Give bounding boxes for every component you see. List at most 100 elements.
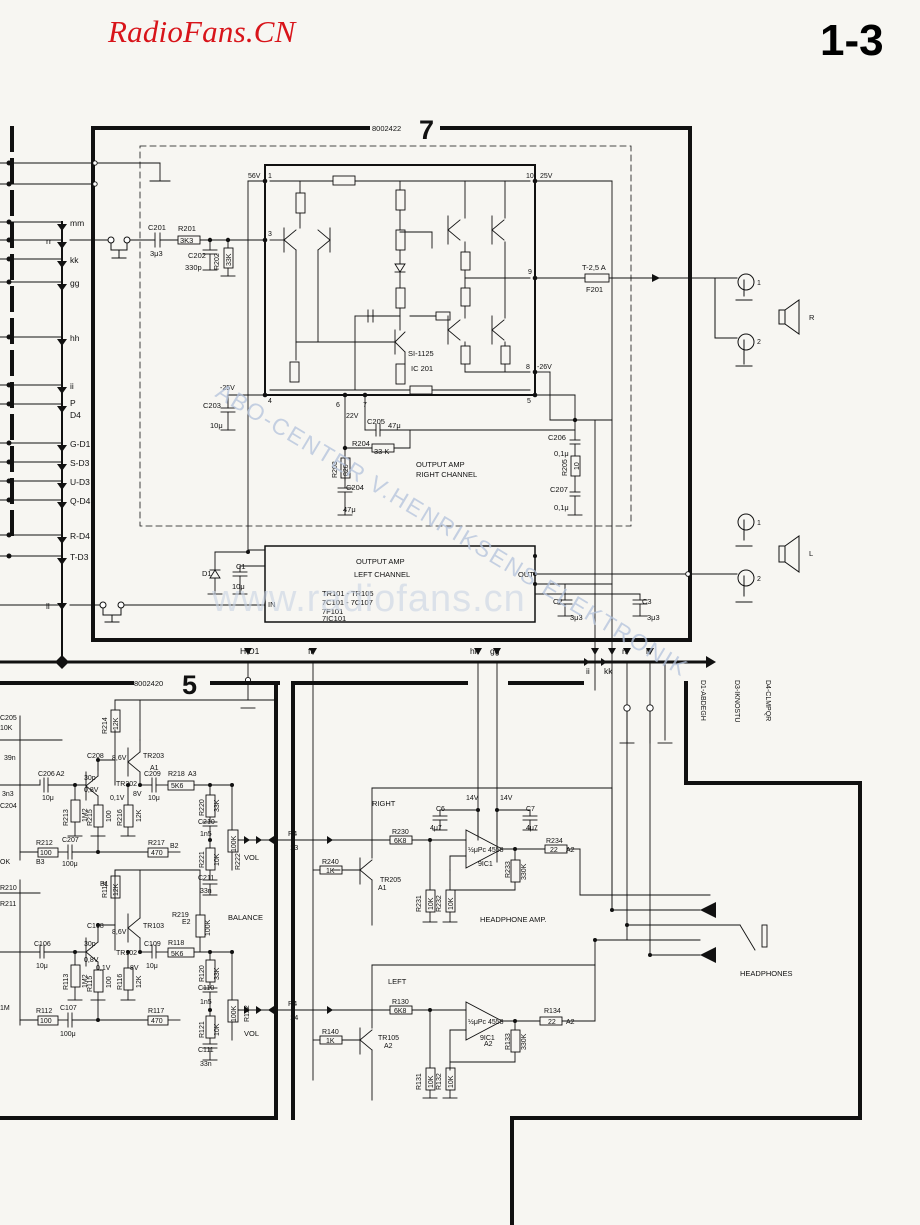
pin-4: 4 — [268, 398, 272, 405]
v14-a: 14V — [466, 795, 479, 802]
r203-value: 820 — [343, 464, 350, 476]
headphones-label: HEADPHONES — [740, 969, 793, 978]
legend-d1: D1-ABDEGH — [699, 680, 706, 721]
conn-hh: hh — [70, 333, 80, 343]
r202-label: R202 — [214, 253, 221, 270]
r140-value: 1K — [326, 1038, 335, 1045]
p4-pin-14: 14 — [290, 1013, 298, 1022]
tr203-label: TR203 — [143, 753, 164, 760]
r212-value: 100 — [40, 850, 52, 857]
c6-label: C6 — [436, 806, 445, 813]
r222-value: 100K — [231, 835, 238, 852]
c201-label: C201 — [148, 223, 166, 232]
r113-value: 1M2 — [82, 974, 89, 988]
r116-label: R116 — [117, 974, 124, 990]
c7-value: 4μ7 — [526, 825, 538, 832]
preamp-right — [0, 699, 277, 896]
ll-input-jack — [99, 601, 125, 623]
c208-value: 30p — [84, 775, 96, 782]
edge-r210: R210 — [0, 885, 17, 892]
c210-value: 1n5 — [200, 831, 212, 838]
pin-3: 3 — [268, 231, 272, 238]
bus-ll: ll — [646, 646, 650, 656]
pin-n26v: -26V — [537, 364, 552, 371]
conn-kk: kk — [70, 255, 79, 265]
v14-b: 14V — [500, 795, 513, 802]
v86-r: 8,6V — [112, 755, 127, 762]
left-channel-parts-1: TR101 - TR105 — [322, 589, 374, 598]
right-channel-title-2: RIGHT CHANNEL — [416, 470, 477, 479]
center-watermark: www.radiofans.cn — [212, 578, 526, 620]
left-channel-parts-2: 7C101 - 7C107 — [322, 598, 373, 607]
vol-wiper-l — [244, 1006, 250, 1014]
r240-label: R240 — [322, 859, 339, 866]
fuse-label: T-2,5 A — [582, 263, 606, 272]
vol-wiper-r — [244, 836, 250, 844]
bus-arrows — [244, 648, 654, 666]
edge-10k: 10K — [0, 725, 13, 732]
mod-b3-1: B3 — [36, 859, 45, 866]
pin-6: 6 — [336, 402, 340, 409]
bus-ii: ii — [586, 666, 590, 676]
r214-value: 12K — [113, 717, 120, 730]
mod-a1-1: A1 — [150, 765, 159, 772]
ic-left-ref: 9IC1 — [480, 1035, 495, 1042]
r220-value: 33K — [214, 799, 221, 812]
c106-label: C106 — [34, 941, 51, 948]
r215-value: 100 — [106, 810, 113, 822]
r240-value: 1K — [326, 868, 335, 875]
c206-value: 0,1μ — [554, 449, 569, 458]
board-7-number: 7 — [419, 115, 434, 145]
left-channel-parts-4: 7IC101 — [322, 614, 346, 623]
v01-r: 0,1V — [110, 795, 125, 802]
c210-label: C210 — [198, 819, 215, 826]
bus-kk: kk — [604, 666, 613, 676]
r205-value: 10 — [574, 462, 581, 470]
r122-label: R122 — [244, 1005, 251, 1022]
c110-value: 1n5 — [200, 999, 212, 1006]
r214-label: R214 — [102, 717, 109, 734]
r130-label: R130 — [392, 999, 409, 1006]
headphone-amp-right — [312, 787, 613, 926]
edge-ok: OK — [0, 859, 10, 866]
spk-l-label: L — [809, 549, 813, 558]
pin-5: 5 — [527, 398, 531, 405]
left-channel-title-1: OUTPUT AMP — [356, 557, 405, 566]
r122-value: 100K — [231, 1005, 238, 1022]
pin-1: 1 — [268, 173, 272, 180]
conn-u-d3: U-D3 — [70, 477, 90, 487]
r213-value: 1M2 — [82, 808, 89, 822]
edge-c205: C205 — [0, 715, 17, 722]
c201-value: 3μ3 — [150, 249, 163, 258]
right-out-arrow — [652, 274, 660, 282]
r216-label: R216 — [117, 809, 124, 826]
mod-a2-2: A2 — [566, 847, 575, 854]
bus-gg: gg — [490, 646, 500, 656]
r216-value: 12K — [136, 809, 143, 822]
c203-label: C203 — [203, 401, 221, 410]
r213-label: R213 — [63, 809, 70, 826]
r230-label: R230 — [392, 829, 409, 836]
c109-label: C109 — [144, 941, 161, 948]
preamp-left — [0, 869, 263, 1061]
conn-rr: rr — [46, 236, 52, 246]
left-channel-parts-3: 7F101 — [322, 607, 343, 616]
r204-value: 33 K — [374, 447, 389, 456]
left-channel-amp-block — [69, 545, 648, 623]
pin-56v: 56V — [248, 173, 261, 180]
ic-left-val: ½μPc 4558 — [468, 1018, 504, 1026]
speaker-right — [689, 273, 800, 367]
r121-label: R121 — [199, 1021, 206, 1038]
p4-label-13: P4 — [288, 829, 297, 838]
r133-value: 330K — [521, 1033, 528, 1050]
conn-g-d1: G-D1 — [70, 439, 91, 449]
r233-value: 330K — [521, 863, 528, 880]
r221-label: R221 — [199, 851, 206, 868]
c205-label: C205 — [367, 417, 385, 426]
c7-label: C7 — [526, 806, 535, 813]
mod-b2-1: B2 — [170, 843, 179, 850]
tr102-label: TR102 — [116, 950, 137, 957]
r118-value: 5K6 — [171, 951, 184, 958]
p4-label-14: P4 — [288, 999, 297, 1008]
c1-label: C1 — [236, 562, 246, 571]
